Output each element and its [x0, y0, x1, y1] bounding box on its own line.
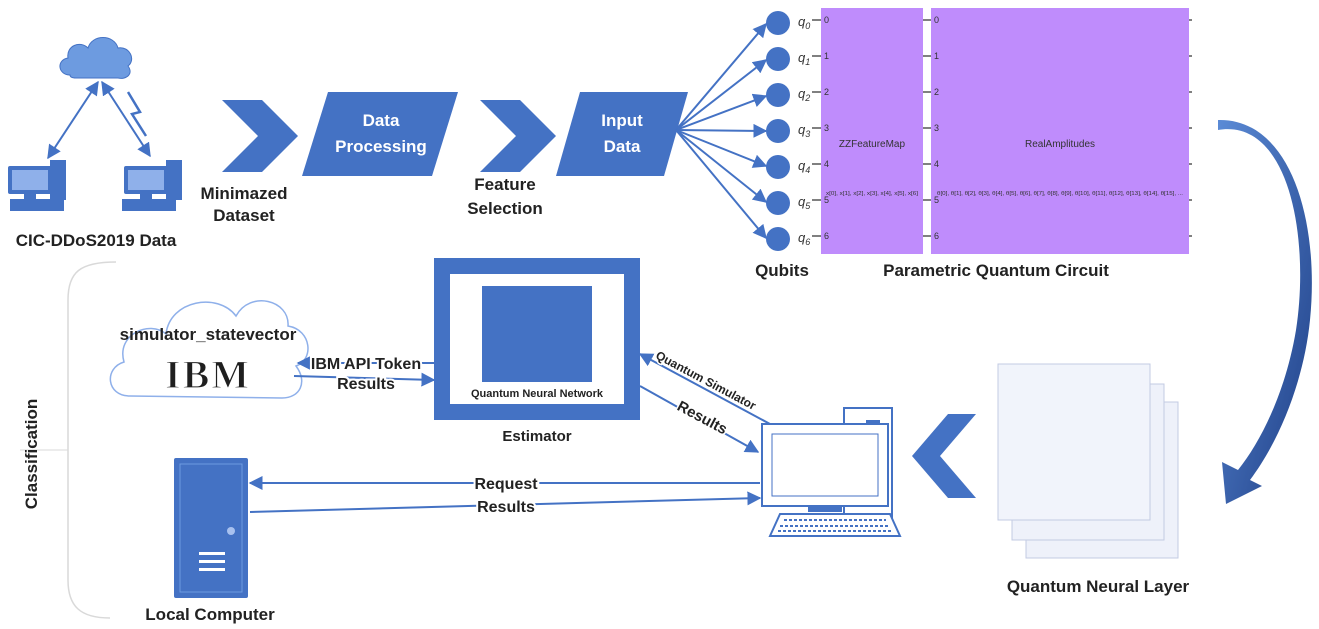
lightning-icon — [126, 91, 148, 137]
wire-number: 1 — [824, 51, 829, 61]
qubit-node — [766, 83, 790, 107]
step1-line1: Minimazed — [201, 184, 288, 203]
ibm-cloud-icon — [109, 300, 309, 399]
estimator-label: Estimator — [502, 428, 571, 445]
network-cloud-icon — [59, 37, 133, 79]
process-shape — [302, 92, 458, 176]
local-computer-icon — [174, 458, 248, 598]
zzfeaturemap-gate — [821, 8, 923, 254]
wire-number: 5 — [934, 195, 939, 205]
source-label: CIC-DDoS2019 Data — [16, 231, 177, 250]
wire-number: 1 — [934, 51, 939, 61]
step2-line1: Feature — [474, 175, 535, 194]
qubit-name: q6 — [798, 230, 810, 247]
cloud-label: simulator_statevector — [120, 325, 297, 344]
network-link-left — [47, 80, 99, 160]
wire-number: 2 — [824, 87, 829, 97]
qubit-name: q0 — [798, 14, 810, 31]
input-line1: Input — [601, 111, 643, 130]
chevron-1-icon — [222, 100, 298, 172]
circuit-label: Parametric Quantum Circuit — [883, 261, 1109, 280]
local-label: Local Computer — [145, 605, 275, 624]
qubit-node — [766, 47, 790, 71]
qubit-node — [766, 191, 790, 215]
wire-number: 4 — [824, 159, 829, 169]
wire-number: 6 — [934, 231, 939, 241]
gate1-name: ZZFeatureMap — [839, 139, 906, 150]
curved-arrow-icon — [1218, 119, 1312, 504]
classification-label: Classification — [22, 399, 41, 510]
simulator-arrow — [638, 353, 771, 425]
wire-number: 0 — [934, 15, 939, 25]
qubit-name: q1 — [798, 50, 810, 67]
chevron-2-icon — [480, 100, 556, 172]
qubits-label: Qubits — [755, 261, 809, 280]
qubit-name: q2 — [798, 86, 810, 103]
sim-results-label: Results — [674, 398, 730, 438]
quantum-layer-stack — [997, 363, 1179, 559]
local-results-arrow — [249, 491, 762, 513]
input-line2: Data — [604, 137, 641, 156]
step2-line2: Selection — [467, 199, 543, 218]
request-label: Request — [474, 476, 538, 493]
local-results-label: Results — [477, 499, 535, 516]
qubit-nodes — [766, 11, 790, 251]
input-data-shape — [556, 92, 688, 176]
wire-number: 0 — [824, 15, 829, 25]
qubit-fan-arrows — [675, 22, 768, 240]
qubit-name: q5 — [798, 194, 811, 211]
gate2-params: θ[0], θ[1], θ[2], θ[3], θ[4], θ[5], θ[6]… — [937, 191, 1183, 197]
realamplitudes-gate — [931, 8, 1189, 254]
results-label: Results — [337, 376, 395, 393]
qubit-name: q3 — [798, 122, 810, 139]
qubit-node — [766, 155, 790, 179]
network-link-right — [101, 80, 151, 158]
qnn-block — [482, 286, 592, 382]
qubit-names: q0 q1 q2 q3 q4 q5 q6 — [798, 14, 811, 247]
qnn-label: Quantum Neural Network — [471, 388, 604, 400]
computer-left-icon — [8, 160, 66, 211]
token-label: IBM API Token — [311, 356, 421, 373]
wire-number: 6 — [824, 231, 829, 241]
process-line2: Processing — [335, 137, 427, 156]
process-line1: Data — [363, 111, 400, 130]
ibm-logo: IBM — [165, 352, 251, 397]
qubit-node — [766, 11, 790, 35]
desktop-computer-icon — [761, 407, 902, 537]
wire-number: 3 — [934, 123, 939, 133]
step1-line2: Dataset — [213, 206, 275, 225]
wire-number: 3 — [824, 123, 829, 133]
sim-results-arrow — [639, 385, 760, 453]
computer-right-icon — [122, 160, 182, 211]
results-arrow — [293, 372, 436, 387]
layer-label: Quantum Neural Layer — [1007, 577, 1190, 596]
wire-number: 5 — [824, 195, 829, 205]
gate1-params: x[0], x[1], x[2], x[3], x[4], x[5], x[6] — [826, 191, 919, 197]
classification-bracket — [67, 261, 117, 619]
qubit-name: q4 — [798, 158, 810, 175]
qubit-node — [766, 119, 790, 143]
wire-numbers-gate2: 0 1 2 3 4 5 6 — [934, 15, 939, 241]
wire-number: 2 — [934, 87, 939, 97]
gate2-name: RealAmplitudes — [1025, 139, 1095, 150]
chevron-left-icon — [912, 414, 976, 498]
wire-number: 4 — [934, 159, 939, 169]
wire-numbers-gate1: 0 1 2 3 4 5 6 — [824, 15, 829, 241]
qubit-node — [766, 227, 790, 251]
